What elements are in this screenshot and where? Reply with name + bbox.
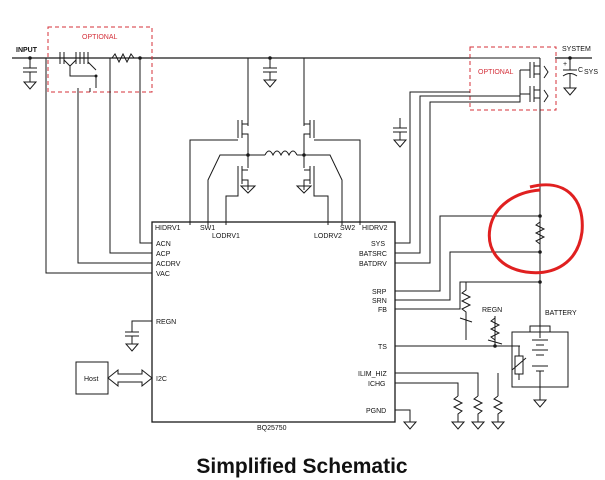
input-sense-resistor: [111, 52, 135, 64]
csys-label: C: [578, 67, 583, 74]
pin-srp: SRP: [372, 289, 387, 296]
pin-acdrv: ACDRV: [156, 261, 181, 268]
sys-node-capacitor: [392, 118, 408, 148]
optional-input-label: OPTIONAL: [82, 34, 118, 41]
switch-node-fets: [237, 58, 315, 194]
diagram-title: Simplified Schematic: [196, 455, 408, 478]
pin-srn: SRN: [372, 298, 387, 305]
bq25750-chip: [151, 221, 396, 423]
pin-batsrc: BATSRC: [359, 251, 387, 258]
battery-label: BATTERY: [545, 310, 577, 317]
pin-lodrv1: LODRV1: [212, 233, 240, 240]
pin-hidrv2: HIDRV2: [362, 225, 388, 232]
input-blocking-fets: [52, 52, 110, 92]
svg-text:+: +: [563, 61, 567, 68]
highlight-circle: [487, 183, 584, 275]
top-pin-wires: [189, 139, 361, 225]
pin-regn: REGN: [156, 319, 176, 326]
input-label: INPUT: [16, 47, 38, 54]
pin-pgnd: PGND: [366, 408, 386, 415]
optional-system-fet-box: [469, 46, 557, 111]
right-pin-wires: [395, 70, 546, 430]
pin-acn: ACN: [156, 241, 171, 248]
system-label: SYSTEM: [562, 46, 591, 53]
rail-capacitor: [262, 58, 278, 88]
pin-vac: VAC: [156, 271, 170, 278]
pin-sys: SYS: [371, 241, 385, 248]
pin-ichg: ICHG: [368, 381, 386, 388]
system-fets: [470, 57, 549, 120]
chip-name: BQ25750: [257, 425, 287, 432]
pin-batdrv: BATDRV: [359, 261, 387, 268]
left-pin-wires: [45, 58, 152, 352]
pin-acp: ACP: [156, 251, 171, 258]
battery-pack: [511, 325, 569, 408]
regn-resistor-label: REGN: [482, 307, 502, 314]
system-capacitor: +: [562, 56, 578, 96]
pin-sw1: SW1: [200, 225, 215, 232]
host-label: Host: [84, 376, 98, 383]
pin-fb: FB: [378, 307, 387, 314]
pin-hidrv1: HIDRV1: [155, 225, 181, 232]
optional-input-fet-box: [47, 26, 153, 93]
pin-ilim-hiz: ILIM_HIZ: [358, 371, 388, 378]
pin-lodrv2: LODRV2: [314, 233, 342, 240]
pin-i2c: I2C: [156, 376, 167, 383]
pin-ts: TS: [378, 344, 387, 351]
i2c-bus-arrow: [107, 368, 153, 388]
input-capacitor: [22, 58, 38, 90]
optional-system-label: OPTIONAL: [478, 69, 514, 76]
csys-subscript: SYS: [584, 69, 598, 76]
pin-sw2: SW2: [340, 225, 355, 232]
